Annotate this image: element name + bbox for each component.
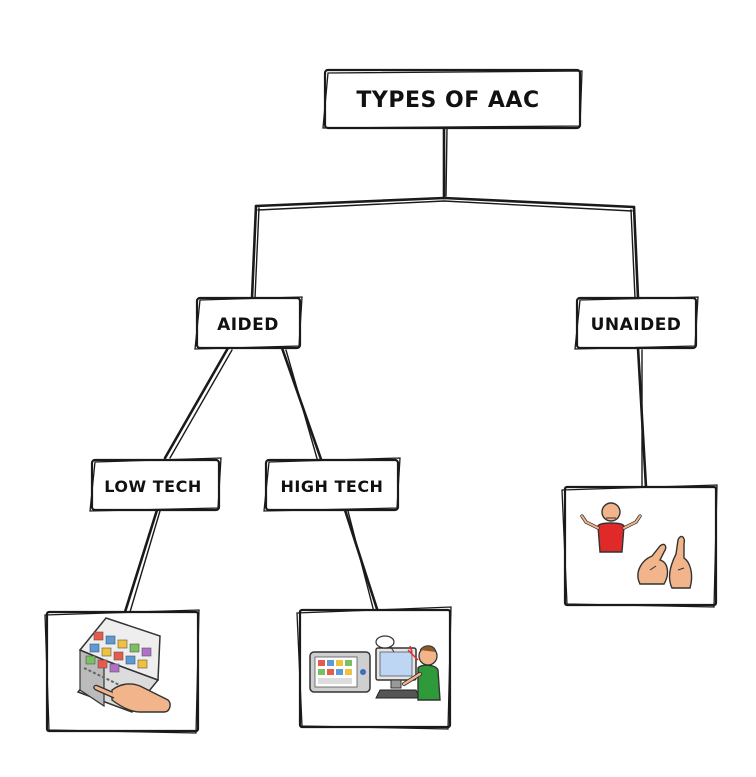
computer-device-icon (309, 635, 441, 701)
high-tech-image-box (296, 606, 452, 730)
communication-book-icon (76, 617, 171, 713)
node-high-tech: HIGH TECH (263, 457, 401, 512)
node-unaided: UNAIDED (574, 296, 699, 350)
low-tech-image-box (44, 609, 200, 734)
sign-language-gesture-icon (580, 502, 693, 589)
node-aided: AIDED (194, 296, 303, 350)
unaided-label: UNAIDED (591, 315, 682, 335)
aided-label: AIDED (217, 315, 279, 335)
high-tech-label: HIGH TECH (281, 477, 384, 496)
unaided-image-box (561, 484, 718, 608)
root-node: TYPES OF AAC (322, 68, 583, 130)
node-low-tech: LOW TECH (89, 457, 222, 512)
connector-lines (123, 126, 648, 614)
root-label: TYPES OF AAC (356, 88, 539, 113)
low-tech-label: LOW TECH (104, 477, 201, 496)
